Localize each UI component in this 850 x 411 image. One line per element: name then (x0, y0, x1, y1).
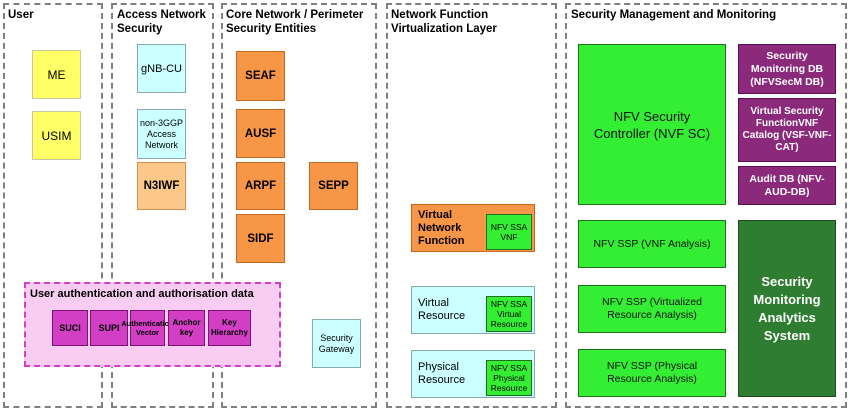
seaf-box: SEAF (236, 51, 285, 101)
virtual-resource-label: Virtual Resource (418, 297, 466, 322)
arpf-box: ARPF (236, 162, 285, 210)
nfv-ssp-virtualized-resource-box: NFV SSP (Virtualized Resource Analysis) (578, 285, 726, 333)
access-network-column-title: Access Network Security (117, 9, 206, 35)
nfv-ssp-physical-resource-box: NFV SSP (Physical Resource Analysis) (578, 349, 726, 397)
key-hierarchy-box: Key Hierarchy (208, 310, 251, 346)
gnb-cu-box: gNB-CU (137, 44, 186, 93)
ausf-box: AUSF (236, 109, 285, 158)
authentication-vector-box: Authentication Vector (121, 310, 174, 346)
core-network-column (221, 3, 377, 408)
physical-resource-label: Physical Resource (418, 361, 466, 386)
nfv-ssa-physical-resource-box: NFV SSA Physical Resource (486, 360, 532, 396)
security-monitoring-analytics-box: Security Monitoring Analytics System (738, 220, 836, 397)
security-management-column (565, 3, 847, 408)
core-network-column-title: Core Network / Perimeter Security Entiti… (226, 9, 364, 35)
virtual-network-function-label: Virtual Network Function (418, 208, 465, 247)
me-box: ME (32, 50, 81, 99)
nfv-security-controller-box: NFV Security Controller (NVF SC) (578, 44, 726, 205)
security-gateway-box: Security Gateway (312, 319, 361, 368)
access-network-column (111, 3, 214, 408)
n3iwf-box: N3IWF (137, 162, 186, 210)
user-column-title: User (8, 9, 34, 21)
non-3gpp-access-network-box: non-3GGP Access Network (137, 109, 186, 159)
supi-box: SUPI (90, 310, 128, 346)
nfv-layer-column-title: Network Function Virtualization Layer (391, 9, 497, 35)
nfv-ssa-virtual-resource-box: NFV SSA Virtual Resource (486, 296, 532, 332)
sidf-box: SIDF (236, 214, 285, 263)
usim-box: USIM (32, 111, 81, 160)
vnf-catalog-box: Virtual Security FunctionVNF Catalog (VS… (738, 98, 836, 162)
nfv-ssa-vnf-box: NFV SSA VNF (486, 214, 532, 250)
sepp-box: SEPP (309, 162, 358, 210)
anchor-key-box: Anchor key (168, 310, 205, 346)
nfv-ssp-vnf-analysis-box: NFV SSP (VNF Analysis) (578, 220, 726, 268)
security-management-column-title: Security Management and Monitoring (571, 9, 777, 21)
security-monitoring-db-box: Security Monitoring DB (NFVSecM DB) (738, 44, 836, 94)
auth-data-title: User authentication and authorisation da… (30, 288, 254, 300)
suci-box: SUCI (52, 310, 88, 346)
user-column (3, 3, 103, 408)
nfv-layer-column (386, 3, 557, 408)
audit-db-box: Audit DB (NFV-AUD-DB) (738, 166, 836, 205)
